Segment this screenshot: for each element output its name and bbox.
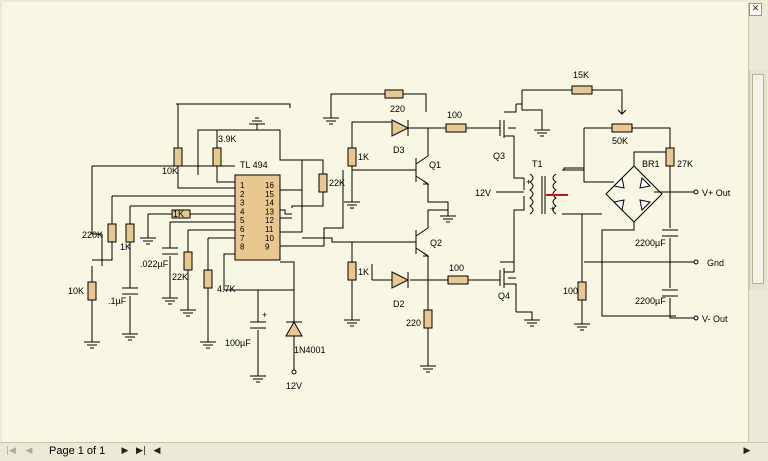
previous-page-button[interactable]: ◀ [25, 446, 33, 456]
label-br1: BR1 [642, 159, 660, 169]
last-page-button[interactable]: ▶| [136, 446, 146, 456]
label-4k7: 4.7K [217, 284, 236, 294]
label-1k-left: 1K [120, 242, 131, 252]
resistor-1k-q2 [347, 261, 357, 281]
ic-pin-7-label: 7 [240, 234, 245, 243]
ic-pin-2-label: 2 [240, 190, 245, 199]
ic-pin-13-label: 13 [265, 207, 274, 216]
resistor-15k [571, 85, 593, 95]
label-12v-bottom: 12V [286, 381, 302, 391]
label-12v-in: 12V [475, 188, 491, 198]
label-27k: 27K [677, 159, 693, 169]
label-gnd: Gnd [707, 258, 724, 268]
resistor-1k-left [125, 223, 135, 243]
label-plus-a: + [526, 177, 531, 187]
resistor-10k-left [87, 281, 97, 301]
resistor-100-top [445, 123, 467, 133]
ic-pin-3-label: 3 [240, 199, 245, 208]
label-15k: 15K [573, 70, 589, 80]
label-v-plus-out: V+ Out [702, 188, 731, 198]
label-100-top: 100 [447, 110, 462, 120]
resistor-1k-q1 [347, 147, 357, 167]
ic-pin-15-label: 15 [265, 190, 274, 199]
ic-pin-8-label: 8 [240, 243, 245, 252]
resistor-220-bottom [423, 309, 433, 329]
ic-pin-14-label: 14 [265, 199, 274, 208]
resistor-3k9 [212, 147, 222, 167]
label-220k: 220K [82, 230, 103, 240]
label-q3: Q3 [493, 151, 505, 161]
ic-pin-4-label: 4 [240, 207, 245, 216]
label-2200uf-top: 2200µF [635, 238, 666, 248]
resistor-10k-top [173, 147, 183, 167]
first-page-button[interactable]: |◀ [6, 446, 16, 456]
ic-pin-10-label: 10 [265, 234, 274, 243]
next-page-button[interactable]: ▶ [121, 446, 129, 456]
resistor-100-right [577, 281, 587, 301]
resistor-220k [107, 223, 117, 243]
label-q2: Q2 [430, 238, 442, 248]
label-plus-b: + [550, 204, 555, 214]
ic-pin-11-label: 11 [265, 225, 274, 234]
resistor-4k7 [203, 269, 213, 289]
label-q4: Q4 [498, 291, 510, 301]
ic-pin-9-label: 9 [265, 243, 270, 252]
label-d2: D2 [393, 299, 405, 309]
label-v-minus-out: V- Out [702, 314, 728, 324]
page-navigation-bar: |◀ ◀ Page 1 of 1 ▶ ▶| ◀ ▶ [0, 442, 768, 461]
resistor-27k [665, 147, 675, 167]
ic-pin-5-label: 5 [240, 216, 245, 225]
label-01uf: .1µF [108, 296, 127, 306]
label-1k-q1: 1K [358, 152, 369, 162]
resistor-22k-left [183, 251, 193, 271]
vertical-scroll-thumb[interactable] [752, 74, 764, 284]
label-plus-c: + [262, 310, 267, 320]
label-q1: Q1 [429, 160, 441, 170]
label-22k-right: 22K [329, 178, 345, 188]
scroll-right-button[interactable]: ▶ [743, 446, 751, 456]
label-50k: 50K [612, 136, 628, 146]
resistor-220-top [384, 89, 404, 99]
page-indicator: Page 1 of 1 [49, 445, 106, 457]
vertical-scrollbar[interactable] [749, 70, 767, 290]
resistor-100-mid [447, 275, 469, 285]
ic-name-label: TL 494 [240, 160, 268, 170]
label-100-right: 100 [563, 286, 578, 296]
label-t1: T1 [532, 159, 543, 169]
label-22k-left: 22K [172, 272, 188, 282]
close-button[interactable]: ✕ [749, 3, 762, 16]
ic-pin-1-label: 1 [240, 181, 245, 190]
label-3k9: 3.9K [218, 134, 237, 144]
label-d3: D3 [393, 145, 405, 155]
label-220-bottom: 220 [406, 318, 421, 328]
resistor-22k-right [318, 173, 328, 193]
label-1k-q2: 1K [358, 267, 369, 277]
ic-pin-12-label: 12 [265, 216, 274, 225]
label-10k-top: 10K [162, 166, 178, 176]
label-2200uf-bottom: 2200µF [635, 296, 666, 306]
ic-pin-16-label: 16 [265, 181, 274, 190]
label-1k-small: 1K [173, 209, 184, 219]
potentiometer-50k [611, 123, 633, 133]
label-100uf: 100µF [225, 338, 251, 348]
ic-tl494-body [234, 174, 281, 261]
label-022uf: .022µF [140, 259, 169, 269]
ic-pin-6-label: 6 [240, 225, 245, 234]
label-10k-left: 10K [68, 286, 84, 296]
label-100-mid: 100 [449, 263, 464, 273]
label-1n4001: 1N4001 [294, 345, 326, 355]
scroll-left-button[interactable]: ◀ [153, 446, 161, 456]
label-220-top: 220 [390, 104, 405, 114]
